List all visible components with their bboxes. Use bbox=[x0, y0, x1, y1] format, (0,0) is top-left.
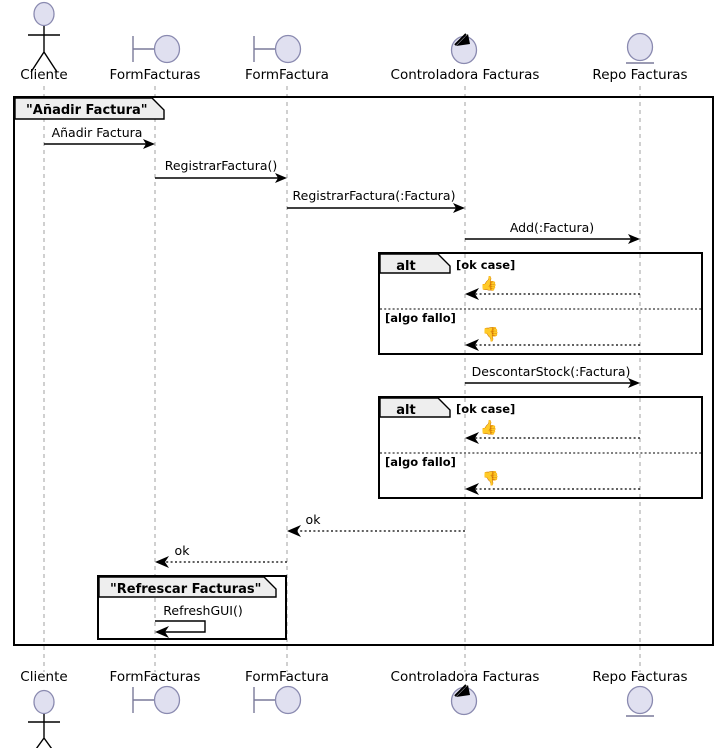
lifelines-group bbox=[43, 86, 641, 672]
arrowhead-right-icon bbox=[453, 203, 465, 213]
arrowhead-left-icon bbox=[287, 525, 301, 537]
arrowhead-left-icon bbox=[155, 556, 169, 568]
participant-cliente-top[interactable]: Cliente bbox=[20, 1, 68, 84]
participant-label-formfactura-bottom: FormFactura bbox=[245, 669, 329, 685]
message-registrar-factura[interactable]: RegistrarFactura() bbox=[155, 158, 287, 183]
thumbs-up-icon: 👍 bbox=[480, 419, 497, 436]
entity-icon bbox=[626, 685, 654, 715]
messages-group: Añadir Factura RegistrarFactura() Regist… bbox=[44, 125, 640, 638]
participant-label-repo-top: Repo Facturas bbox=[592, 67, 687, 83]
arrowhead-left-icon bbox=[465, 288, 479, 300]
boundary-icon bbox=[274, 34, 302, 64]
participant-formfacturas-top[interactable]: FormFacturas bbox=[110, 34, 201, 84]
message-add-factura[interactable]: Add(:Factura) bbox=[465, 220, 640, 244]
message-label-add-factura: Add(:Factura) bbox=[510, 220, 594, 235]
boundary-icon bbox=[153, 34, 181, 64]
frame-refrescar-tab bbox=[98, 576, 277, 598]
message-label-descontar-stock: DescontarStock(:Factura) bbox=[472, 364, 631, 379]
participant-formfactura-bottom[interactable]: FormFactura bbox=[245, 669, 329, 715]
control-arrow-stem-icon bbox=[454, 33, 467, 46]
alt-2-border bbox=[378, 396, 703, 499]
message-anadir-factura[interactable]: Añadir Factura bbox=[44, 125, 155, 149]
alt-block-add-factura: alt [ok case] [algo fallo] bbox=[378, 252, 703, 355]
participant-label-controladora-top: Controladora Facturas bbox=[391, 67, 540, 83]
actor-stick-figure-icon bbox=[28, 714, 60, 748]
message-descontar-stock[interactable]: DescontarStock(:Factura) bbox=[465, 364, 640, 388]
participant-label-formfacturas-bottom: FormFacturas bbox=[110, 669, 201, 685]
arrowhead-left-icon bbox=[465, 432, 479, 444]
alt-2-keyword: alt bbox=[396, 403, 415, 418]
message-label-registrar-factura: RegistrarFactura() bbox=[165, 158, 278, 173]
actor-head-icon bbox=[33, 689, 55, 715]
frame-anadir-label: "Añadir Factura" bbox=[26, 103, 148, 118]
frame-anadir-tab bbox=[14, 97, 165, 120]
entity-icon bbox=[626, 32, 654, 62]
message-registrar-factura-param[interactable]: RegistrarFactura(:Factura) bbox=[287, 188, 465, 213]
message-return-ok-add[interactable]: 👍 bbox=[465, 275, 640, 300]
message-ok-to-formfacturas[interactable]: ok bbox=[155, 543, 287, 568]
arrowhead-right-icon bbox=[275, 173, 287, 183]
participant-label-cliente-top: Cliente bbox=[20, 67, 67, 83]
boundary-icon bbox=[274, 685, 302, 715]
boundary-icon bbox=[153, 685, 181, 715]
frame-refrescar-border bbox=[97, 575, 287, 640]
frame-anadir-factura: "Añadir Factura" bbox=[13, 96, 714, 646]
alt-2-guard-fail: [algo fallo] bbox=[385, 455, 456, 469]
message-return-fail-add[interactable]: 👎 bbox=[465, 326, 640, 351]
participant-repo-top[interactable]: Repo Facturas bbox=[592, 32, 688, 84]
arrowhead-right-icon bbox=[628, 378, 640, 388]
alt-2-guard-ok: [ok case] bbox=[456, 402, 515, 416]
participant-formfactura-top[interactable]: FormFactura bbox=[245, 34, 329, 84]
alt-1-border bbox=[378, 252, 703, 355]
frame-anadir-border bbox=[13, 96, 714, 646]
frame-refrescar-facturas: "Refrescar Facturas" bbox=[97, 575, 287, 640]
participants-bottom-group: Cliente FormFacturas FormFactura Control… bbox=[20, 669, 688, 748]
alt-1-guard-fail: [algo fallo] bbox=[385, 311, 456, 325]
participant-controladora-top[interactable]: Controladora Facturas bbox=[391, 33, 540, 83]
self-message-line bbox=[155, 620, 206, 633]
participant-label-repo-bottom: Repo Facturas bbox=[592, 669, 687, 685]
arrowhead-left-icon bbox=[465, 339, 479, 351]
alt-1-tab bbox=[379, 253, 451, 274]
participant-label-controladora-bottom: Controladora Facturas bbox=[391, 669, 540, 685]
arrowhead-right-icon bbox=[628, 234, 640, 244]
participant-controladora-bottom[interactable]: Controladora Facturas bbox=[391, 669, 540, 716]
participants-top-group: Cliente FormFacturas FormFactura Control… bbox=[20, 1, 688, 84]
message-return-fail-stock[interactable]: 👎 bbox=[465, 470, 640, 495]
alt-block-descontar-stock: alt [ok case] [algo fallo] bbox=[378, 396, 703, 499]
participant-label-cliente-bottom: Cliente bbox=[20, 669, 67, 685]
alt-2-tab bbox=[379, 397, 451, 418]
message-ok-to-formfactura[interactable]: ok bbox=[287, 512, 465, 537]
alt-1-keyword: alt bbox=[396, 259, 415, 274]
message-label-refresh-gui: RefreshGUI() bbox=[163, 603, 242, 618]
thumbs-down-icon: 👎 bbox=[482, 470, 499, 487]
actor-stick-figure-icon bbox=[28, 26, 60, 73]
thumbs-down-icon: 👎 bbox=[482, 326, 499, 343]
frame-refrescar-label: "Refrescar Facturas" bbox=[110, 582, 261, 597]
actor-head-icon bbox=[33, 1, 55, 27]
arrowhead-right-icon bbox=[143, 139, 155, 149]
message-refresh-gui-self[interactable]: RefreshGUI() bbox=[155, 603, 243, 638]
message-label-ok-formfacturas: ok bbox=[175, 543, 191, 558]
arrowhead-left-icon bbox=[155, 626, 169, 638]
message-label-anadir-factura: Añadir Factura bbox=[52, 125, 143, 140]
alt-1-guard-ok: [ok case] bbox=[456, 258, 515, 272]
participant-formfacturas-bottom[interactable]: FormFacturas bbox=[110, 669, 201, 715]
control-arrow-stem-icon bbox=[454, 684, 467, 697]
participant-label-formfactura-top: FormFactura bbox=[245, 67, 329, 83]
participant-cliente-bottom[interactable]: Cliente bbox=[20, 669, 68, 748]
thumbs-up-icon: 👍 bbox=[480, 275, 497, 292]
participant-label-formfacturas-top: FormFacturas bbox=[110, 67, 201, 83]
participant-repo-bottom[interactable]: Repo Facturas bbox=[592, 669, 688, 717]
arrowhead-left-icon bbox=[465, 483, 479, 495]
message-return-ok-stock[interactable]: 👍 bbox=[465, 419, 640, 444]
control-arrow-icon bbox=[456, 34, 470, 46]
message-label-ok-formfactura: ok bbox=[306, 512, 322, 527]
control-arrow-icon bbox=[456, 685, 470, 697]
message-label-registrar-factura-param: RegistrarFactura(:Factura) bbox=[293, 188, 456, 203]
